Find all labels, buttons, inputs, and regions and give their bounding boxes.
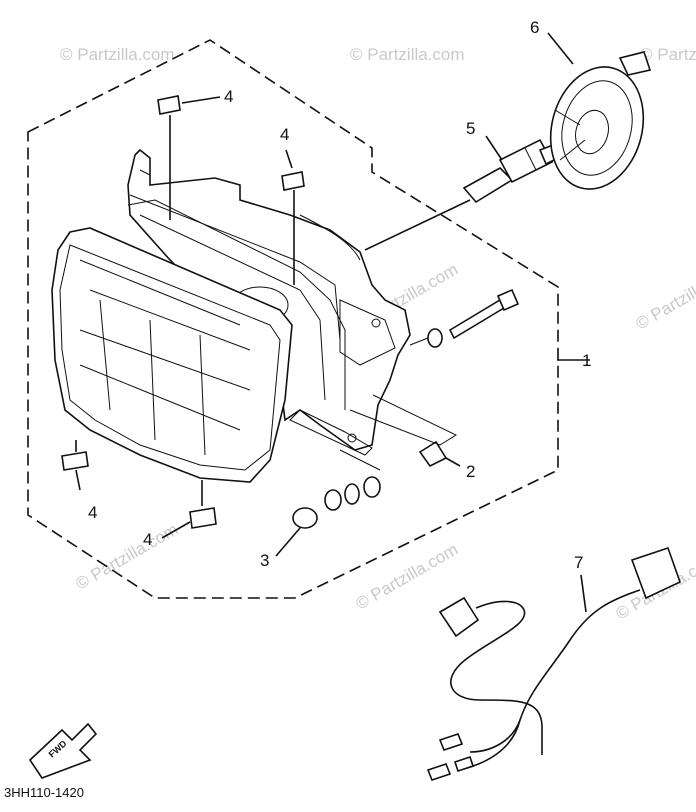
watermark: © Partzilla.com	[353, 540, 462, 614]
clip-top-left	[157, 95, 181, 115]
bulb-dust-cover	[549, 51, 652, 190]
clip-parts	[61, 95, 305, 529]
headlight-bulb	[364, 138, 571, 251]
callout-4-top-left: 4	[224, 87, 233, 106]
callout-7: 7	[574, 553, 583, 572]
clip-bottom-left	[61, 451, 89, 471]
callout-5: 5	[466, 119, 475, 138]
callout-3: 3	[260, 551, 269, 570]
grommet-parts	[292, 449, 381, 529]
callout-labels: 1 2 3 4 4 4 4 5 6 7	[88, 18, 591, 572]
callout-4-bottom-left: 4	[88, 503, 97, 522]
callout-2: 2	[466, 462, 475, 481]
diagram-code: 3HH110-1420	[4, 785, 84, 800]
headlight-lens	[51, 227, 293, 483]
leader-lines	[75, 32, 590, 613]
watermark: © Partzilla.com	[640, 45, 696, 64]
callout-4-bottom-center: 4	[143, 530, 152, 549]
watermark: © Partzilla.com	[60, 45, 175, 64]
wiring-harness	[426, 546, 681, 781]
watermark: © Partzilla.com	[350, 45, 465, 64]
forward-arrow-icon: FWD	[28, 722, 98, 779]
watermark: © Partzilla.com	[73, 520, 182, 594]
clip-bottom-center	[189, 507, 217, 529]
assembly-boundary	[27, 39, 559, 599]
callout-4-top-center: 4	[280, 125, 289, 144]
adjuster-screw	[409, 288, 520, 348]
callout-6: 6	[530, 18, 539, 37]
headlight-housing	[127, 148, 411, 456]
watermark: © Partzilla.com	[633, 260, 696, 334]
callout-1: 1	[582, 351, 591, 370]
clip-top-center	[281, 171, 305, 191]
